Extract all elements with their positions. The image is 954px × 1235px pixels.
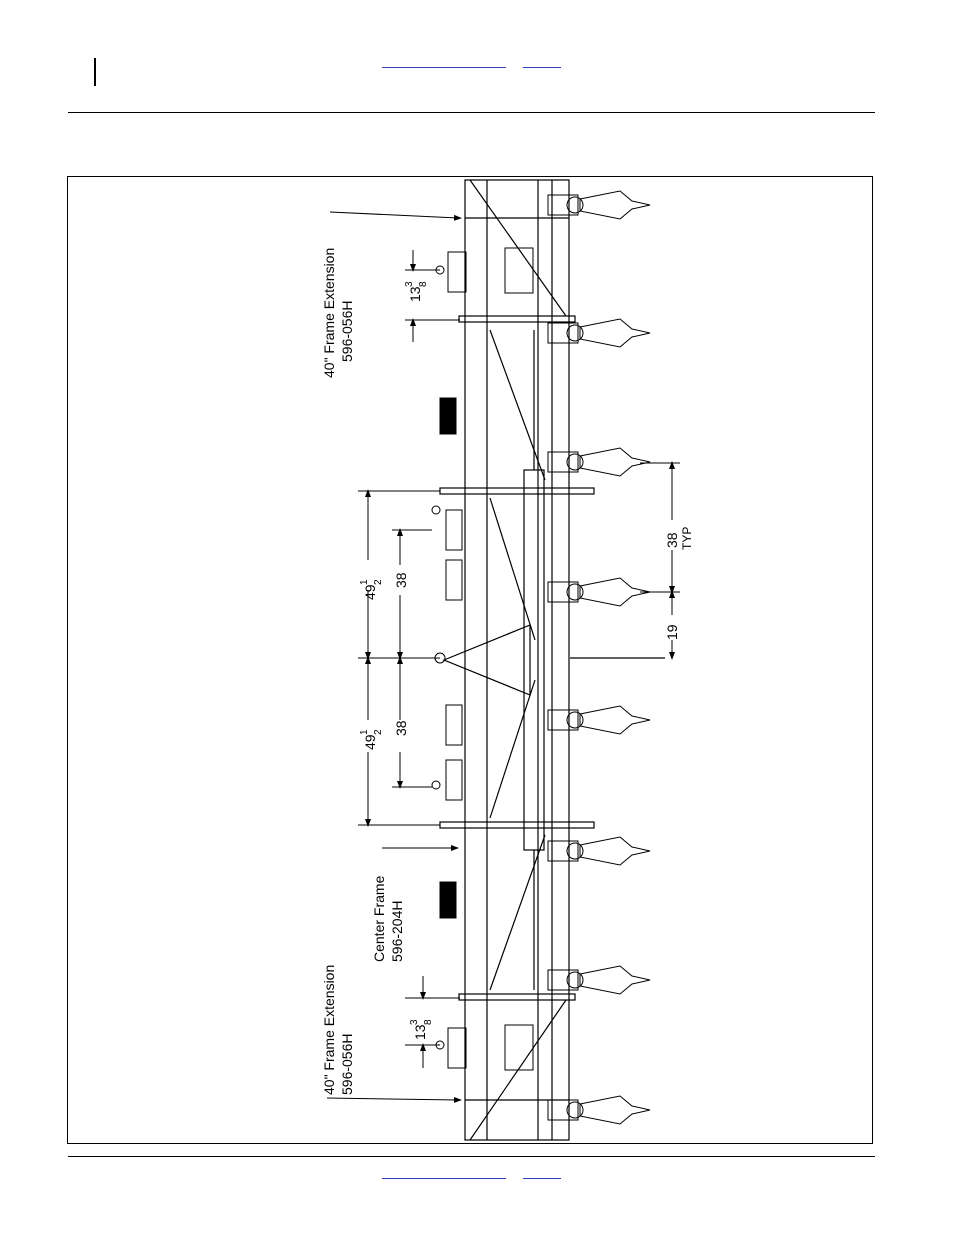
hinge-bar-upper [440,488,594,494]
row-unit [548,319,650,347]
hinge-bar-lower [440,822,594,828]
label-center-part: 596-204H [389,901,405,963]
joint-top [459,316,575,322]
dim-38-upper: 38 [393,572,409,588]
label-top-extension: 40" Frame Extension [321,248,337,378]
label-top-part: 596-056H [339,301,355,363]
row-unit [548,706,650,734]
row-unit [548,448,650,476]
dim-49-upper: 49 [362,584,378,600]
toolbar-frame [440,180,665,1140]
dim-19: 19 [664,624,680,640]
dim-49-lower: 49 [362,734,378,750]
outer-frame-tubes [465,180,569,1140]
dim-typ: TYP [680,527,694,550]
dim-13-bottom-den: 8 [423,1019,434,1025]
dim-38-lower: 38 [393,720,409,736]
drawing-labels: 40" Frame Extension 596-056H Center Fram… [321,248,694,1095]
row-unit [548,191,650,219]
dim-49-lower-num: 1 [359,729,370,735]
dim-13-bottom-num: 3 [409,1019,420,1025]
dim-13-bottom: 13 [412,1024,428,1040]
dimension-lines [327,212,680,1100]
label-bottom-extension: 40" Frame Extension [321,965,337,1095]
dim-38-typ: 38 [664,532,680,548]
dim-49-upper-num: 1 [359,579,370,585]
dim-13-top: 13 [407,286,423,302]
row-unit [548,578,650,606]
row-unit [548,966,650,994]
dim-13-top-num: 3 [404,281,415,287]
row-unit [548,837,650,865]
dim-49-lower-den: 2 [373,729,384,735]
label-center-frame: Center Frame [371,875,387,962]
joint-bottom [459,994,575,1000]
center-cylinder [524,470,544,850]
row-unit [548,1096,650,1124]
label-bottom-part: 596-056H [339,1034,355,1096]
dim-49-upper-den: 2 [373,579,384,585]
dim-13-top-den: 8 [418,281,429,287]
